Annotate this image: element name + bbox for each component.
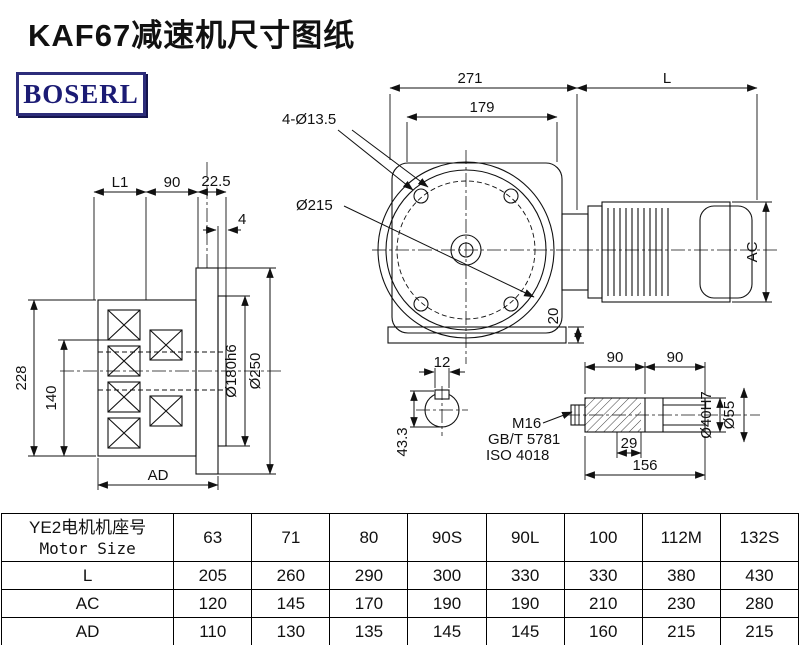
motor-size-table: YE2电机机座号 Motor Size 63 71 80 90S 90L 100…: [0, 513, 800, 645]
row-label: AC: [0, 589, 175, 618]
dim-271: 271: [457, 70, 482, 87]
dimension-drawing: 271 L 179 4-Ø13.5 Ø215 AC 20: [13, 70, 778, 490]
table-cell: 190: [407, 589, 487, 618]
motor-front-view: [601, 201, 753, 303]
header-cn: YE2电机机座号: [29, 517, 147, 537]
dim-d55: Ø55: [721, 401, 738, 429]
table-cell: 330: [563, 561, 643, 590]
dim-L1: L1: [112, 174, 129, 191]
dim-22-5: 22.5: [201, 173, 230, 190]
table-cell: 145: [407, 617, 487, 645]
dim-d40: Ø40H7: [698, 391, 715, 439]
dim-43-3: 43.3: [394, 427, 411, 456]
label-iso4018: ISO 4018: [486, 447, 549, 464]
boserl-logo-text: BOSERL: [23, 78, 139, 109]
col-header: 100: [563, 513, 643, 562]
table-cell: 210: [563, 589, 643, 618]
row-label: AD: [0, 617, 175, 645]
table-cell: 130: [251, 617, 331, 645]
row-label: L: [0, 561, 175, 590]
dim-90a: 90: [607, 349, 624, 366]
dim-228: 228: [13, 365, 30, 390]
table-cell: 260: [251, 561, 331, 590]
page-title: KAF67减速机尺寸图纸: [28, 18, 356, 53]
table-cell: 380: [641, 561, 721, 590]
table-cell: 280: [719, 589, 800, 618]
dim-12: 12: [434, 354, 451, 371]
table-cell: 215: [641, 617, 721, 645]
dim-156: 156: [632, 457, 657, 474]
side-view-dimensions: L1 90 22.5 4 228 140 AD Ø180h6 Ø250: [13, 173, 276, 490]
front-view-dimensions: 271 L 179 4-Ø13.5 Ø215 AC 20: [282, 70, 772, 344]
dim-d215: Ø215: [296, 197, 333, 214]
table-row-L: L 205 260 290 300 330 330 380 430: [0, 561, 800, 590]
dim-90b: 90: [667, 349, 684, 366]
dim-d250: Ø250: [247, 353, 264, 390]
dim-29: 29: [621, 435, 638, 452]
table-cell: 145: [251, 589, 331, 618]
col-header: 63: [173, 513, 253, 562]
table-cell: 330: [485, 561, 565, 590]
table-cell: 160: [563, 617, 643, 645]
dim-AC: AC: [744, 241, 761, 262]
col-header: 90S: [407, 513, 487, 562]
table-cell: 215: [719, 617, 800, 645]
table-cell: 190: [485, 589, 565, 618]
table-row-AD: AD 110 130 135 145 145 160 215 215: [0, 617, 800, 645]
table-cell: 145: [485, 617, 565, 645]
col-header: 90L: [485, 513, 565, 562]
gearbox-side-view: [60, 162, 284, 475]
gearbox-front-view: [372, 150, 778, 364]
table-cell: 110: [173, 617, 253, 645]
dim-90: 90: [164, 174, 181, 191]
header-en: Motor Size: [39, 538, 136, 558]
dim-140: 140: [43, 385, 60, 410]
table-header-motor-size: YE2电机机座号 Motor Size: [0, 513, 175, 562]
table-cell: 170: [329, 589, 409, 618]
boserl-logo: BOSERL: [16, 72, 146, 116]
dim-L: L: [663, 70, 671, 87]
table-cell: 430: [719, 561, 800, 590]
dim-AD: AD: [148, 467, 169, 484]
col-header: 112M: [641, 513, 721, 562]
col-header: 71: [251, 513, 331, 562]
shaft-end-view: 12 43.3: [394, 354, 468, 457]
label-gb5781: GB/T 5781: [488, 431, 560, 448]
table-cell: 230: [641, 589, 721, 618]
table-row-AC: AC 120 145 170 190 190 210 230 280: [0, 589, 800, 618]
table-cell: 135: [329, 617, 409, 645]
table-cell: 205: [173, 561, 253, 590]
col-header: 132S: [719, 513, 800, 562]
shaft-detail-view: 90 90 M16 GB/T 5781 ISO 4018 29 156 Ø40H…: [486, 349, 760, 480]
dim-4: 4: [238, 211, 246, 228]
dim-bolt-holes: 4-Ø13.5: [282, 111, 336, 128]
col-header: 80: [329, 513, 409, 562]
table-cell: 300: [407, 561, 487, 590]
table-cell: 290: [329, 561, 409, 590]
dim-d180: Ø180h6: [223, 344, 240, 397]
table-cell: 120: [173, 589, 253, 618]
dim-179: 179: [469, 99, 494, 116]
dim-20: 20: [545, 308, 562, 325]
label-m16: M16: [512, 415, 541, 432]
